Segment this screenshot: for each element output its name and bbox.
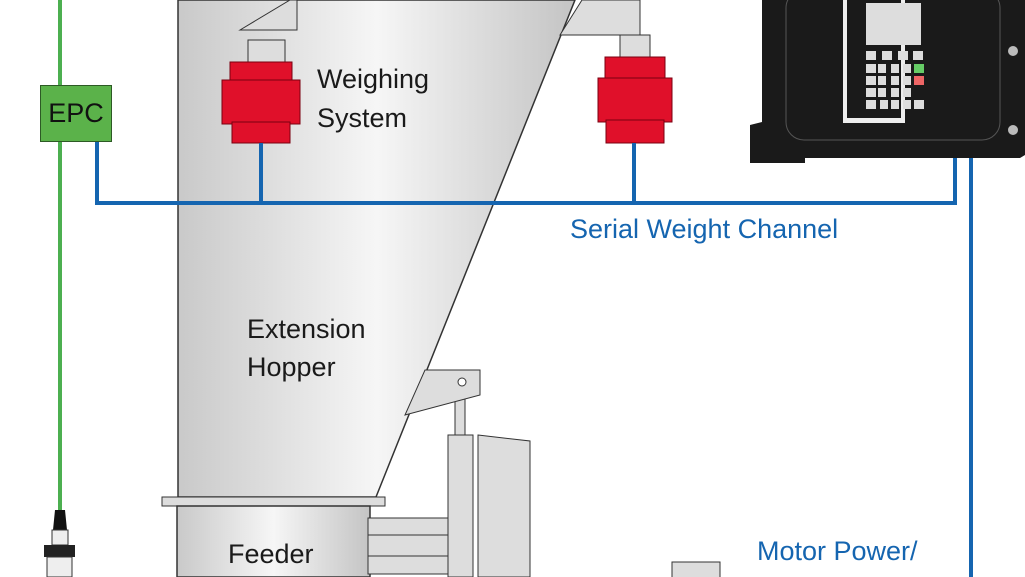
feeder-body <box>176 505 371 577</box>
motor-power-label: Motor Power/ <box>757 536 918 566</box>
feeder-drive <box>367 369 531 577</box>
controller-display <box>866 3 921 45</box>
weighing-system-label-1: Weighing <box>317 64 430 94</box>
extension-hopper-label-1: Extension <box>247 314 366 344</box>
feeder-label: Feeder <box>228 539 314 569</box>
load-cell-right <box>597 56 673 144</box>
extension-hopper-label-2: Hopper <box>247 352 336 382</box>
load-cell-left <box>221 61 301 144</box>
controller-keypad <box>866 51 924 109</box>
hopper-flange <box>161 496 386 507</box>
epc-box: EPC <box>40 85 112 142</box>
weigh-brackets <box>238 0 651 63</box>
serial-weight-channel-label: Serial Weight Channel <box>570 214 839 244</box>
level-sensor <box>44 510 75 577</box>
serial-weight-channel <box>95 142 957 205</box>
controller <box>750 0 1025 163</box>
weighing-system-label-2: System <box>317 103 408 133</box>
speed-sensor-box <box>671 561 721 577</box>
